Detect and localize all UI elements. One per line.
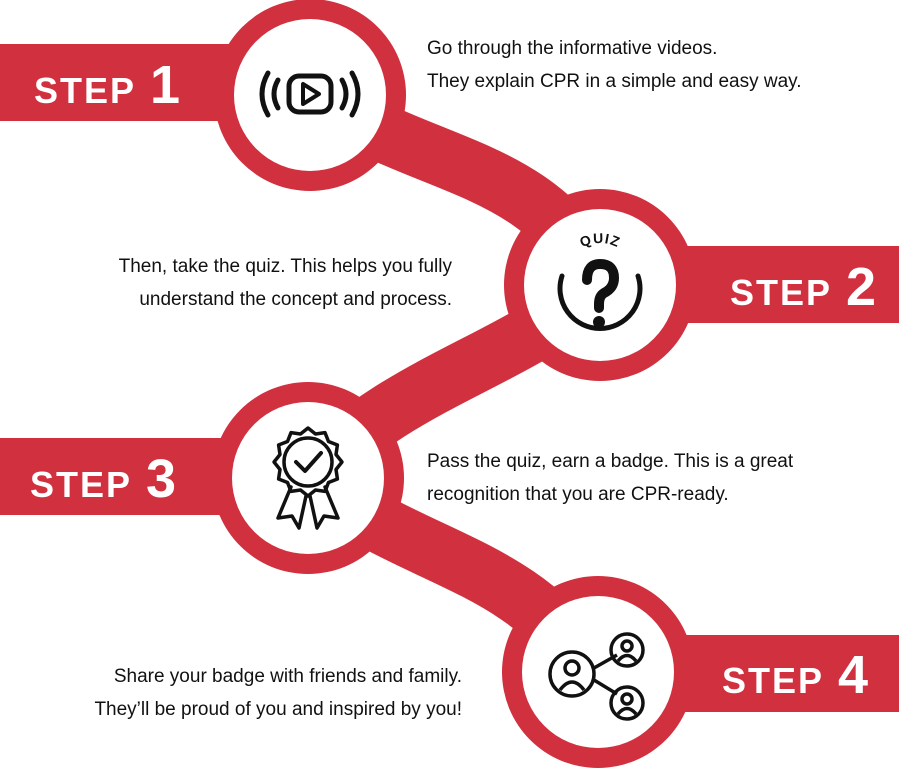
- step-2-line-2: understand the concept and process.: [139, 289, 452, 310]
- step-3-line-2: recognition that you are CPR-ready.: [427, 484, 729, 505]
- step-4-circle-inner: [522, 596, 674, 748]
- step-2-description: Then, take the quiz. This helps you full…: [119, 250, 452, 316]
- step-4-description: Share your badge with friends and family…: [94, 660, 462, 726]
- step-1-word: STEP: [34, 70, 137, 111]
- step-3-description: Pass the quiz, earn a badge. This is a g…: [427, 445, 793, 511]
- step-2-line-1: Then, take the quiz. This helps you full…: [118, 256, 452, 277]
- step-2-label: STEP 2: [730, 260, 876, 314]
- step-3-word: STEP: [30, 464, 133, 505]
- step-2-number: 2: [846, 257, 877, 317]
- step-4-line-1: Share your badge with friends and family…: [113, 666, 462, 687]
- share-people-icon: [548, 632, 645, 721]
- step-4-line-2: They’ll be proud of you and inspired by …: [94, 699, 462, 720]
- step-1-description: Go through the informative videos. They …: [427, 32, 802, 98]
- step-2-word: STEP: [730, 272, 833, 313]
- badge-check-icon: [272, 426, 344, 530]
- step-1-number: 1: [150, 55, 181, 115]
- step-1-line-2: They explain CPR in a simple and easy wa…: [427, 71, 802, 92]
- step-3-number: 3: [146, 449, 177, 509]
- step-3-line-1: Pass the quiz, earn a badge. This is a g…: [427, 451, 794, 472]
- step-1-label: STEP 1: [34, 58, 180, 112]
- step-3-label: STEP 3: [30, 452, 176, 506]
- video-play-icon: [259, 70, 361, 118]
- step-3-circle-inner: [232, 402, 384, 554]
- step-4-word: STEP: [722, 660, 825, 701]
- step-4-number: 4: [838, 645, 869, 705]
- step-2-circle-inner: [524, 209, 676, 361]
- step-1-circle-inner: [234, 19, 386, 171]
- step-4-label: STEP 4: [722, 648, 868, 702]
- step-1-line-1: Go through the informative videos.: [427, 38, 718, 59]
